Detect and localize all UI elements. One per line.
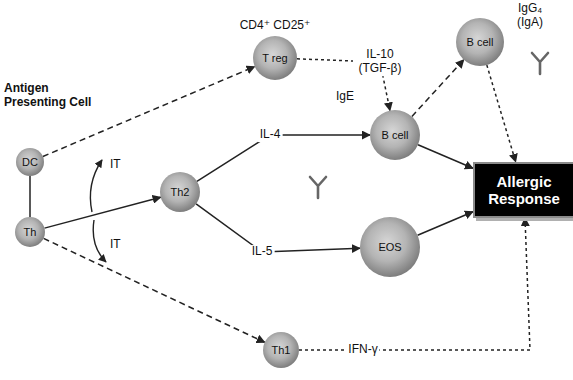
cell-circle: IgG₄ (IgA)B cell [456, 18, 504, 66]
cell-circle: Th [15, 217, 45, 247]
connector [44, 238, 265, 342]
cytokine-label: IL-10 (TGF-β) [353, 48, 407, 76]
free-label: Antigen Presenting Cell [4, 82, 100, 110]
connector [299, 218, 530, 350]
connector [29, 176, 31, 217]
cell-name: B cell [382, 129, 409, 141]
antibody-symbol [310, 177, 326, 198]
cell-circle: DC [16, 148, 44, 176]
connector [43, 67, 255, 157]
free-label: IT [110, 158, 121, 172]
cell-heading: CD4⁺ CD25⁺ [240, 19, 311, 33]
cell-name: T reg [262, 52, 287, 64]
cell-name: DC [22, 156, 38, 168]
cell-heading: IgG₄ (IgA) [508, 2, 552, 30]
connector [197, 135, 370, 181]
free-label: IT [110, 238, 121, 252]
cell-name: B cell [467, 36, 494, 48]
cell-circle: Th1 [263, 332, 299, 368]
cell-name: Th2 [171, 186, 190, 198]
connector [45, 197, 161, 228]
connector [418, 212, 473, 236]
cytokine-label: IL-5 [250, 245, 275, 259]
connector [196, 204, 360, 252]
cell-circle: CD4⁺ CD25⁺T reg [253, 36, 297, 80]
response-text: Allergic Response [482, 173, 566, 208]
it-arrow [90, 160, 102, 212]
antibody-symbol [532, 53, 548, 74]
connector [487, 65, 516, 162]
cell-circle: IgEB cell [370, 110, 420, 160]
cytokine-label: IL-4 [258, 128, 283, 142]
cell-name: Th1 [272, 344, 291, 356]
cell-heading: IgE [336, 90, 354, 104]
cytokine-label: IFN-γ [346, 343, 379, 357]
cell-circle: EOS [360, 217, 420, 277]
connector [412, 60, 464, 117]
connector [418, 145, 473, 169]
it-arrow [93, 220, 106, 262]
cell-circle: Th2 [160, 172, 200, 212]
response-box: Allergic Response [473, 162, 573, 218]
cell-name: Th [24, 226, 37, 238]
cell-name: EOS [378, 241, 401, 253]
